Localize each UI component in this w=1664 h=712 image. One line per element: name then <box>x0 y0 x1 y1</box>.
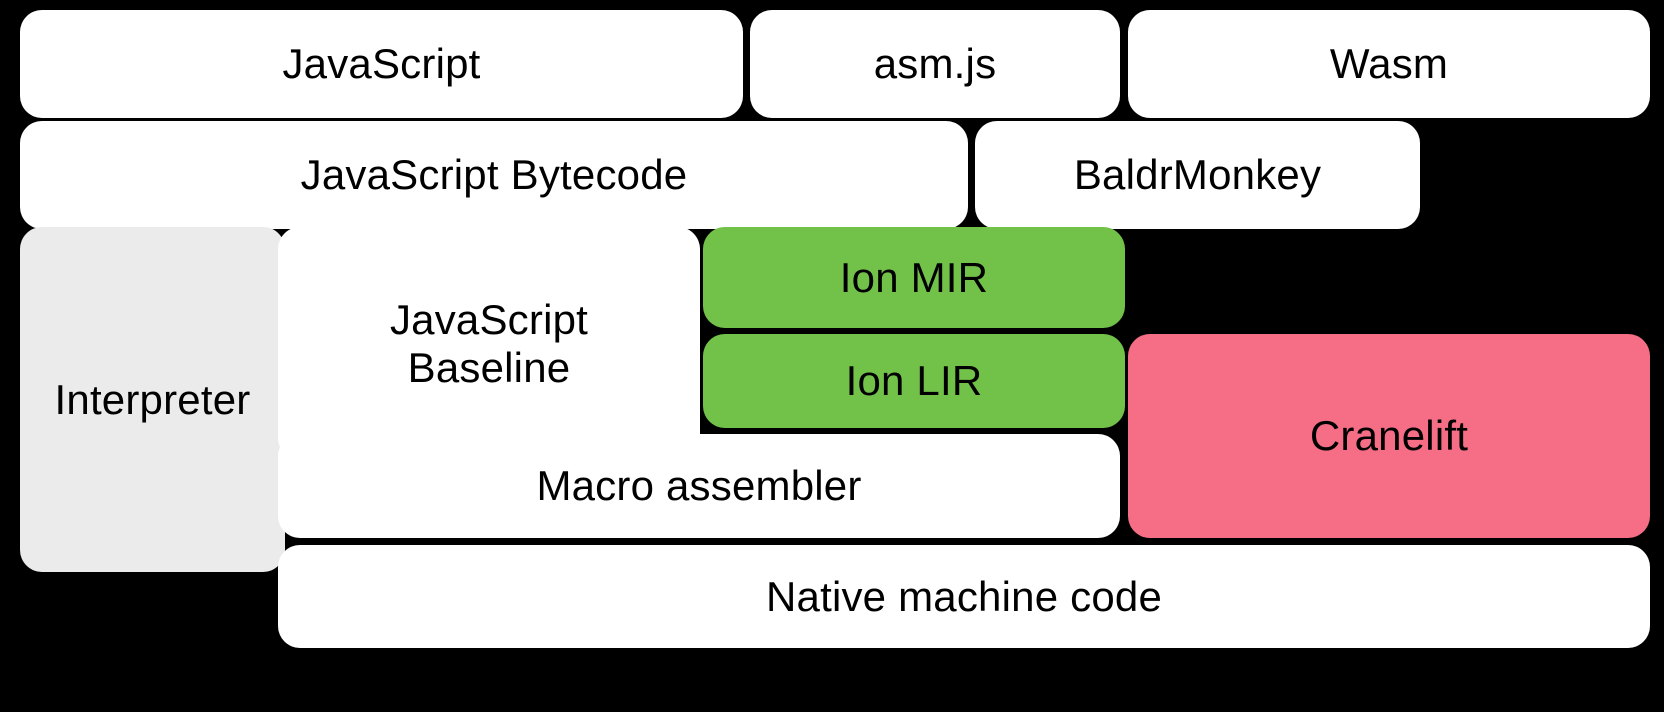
node-label-baldrmonkey: BaldrMonkey <box>1073 151 1322 199</box>
node-javascript[interactable]: JavaScript <box>20 10 743 118</box>
node-label-javascript-baseline: JavaScript Baseline <box>389 296 589 391</box>
node-label-ion-mir: Ion MIR <box>839 253 989 301</box>
node-baldrmonkey[interactable]: BaldrMonkey <box>975 121 1420 229</box>
node-label-ion-lir: Ion LIR <box>845 357 983 405</box>
node-wasm[interactable]: Wasm <box>1128 10 1650 118</box>
node-label-wasm: Wasm <box>1329 40 1449 88</box>
node-ion-lir[interactable]: Ion LIR <box>703 334 1125 428</box>
node-native-machine-code[interactable]: Native machine code <box>278 545 1650 648</box>
node-javascript-baseline[interactable]: JavaScript Baseline <box>278 227 700 460</box>
node-macro-assembler[interactable]: Macro assembler <box>278 434 1120 538</box>
node-ion-mir[interactable]: Ion MIR <box>703 227 1125 328</box>
node-label-native-machine-code: Native machine code <box>765 572 1162 620</box>
node-label-interpreter: Interpreter <box>54 375 251 423</box>
node-cranelift[interactable]: Cranelift <box>1128 334 1650 538</box>
node-label-javascript: JavaScript <box>282 40 481 88</box>
node-asmjs[interactable]: asm.js <box>750 10 1120 118</box>
node-interpreter[interactable]: Interpreter <box>20 227 285 572</box>
node-label-macro-assembler: Macro assembler <box>536 462 862 510</box>
node-label-cranelift: Cranelift <box>1309 412 1469 460</box>
node-label-asmjs: asm.js <box>873 40 997 88</box>
node-javascript-bytecode[interactable]: JavaScript Bytecode <box>20 121 968 229</box>
node-label-javascript-bytecode: JavaScript Bytecode <box>300 151 688 199</box>
